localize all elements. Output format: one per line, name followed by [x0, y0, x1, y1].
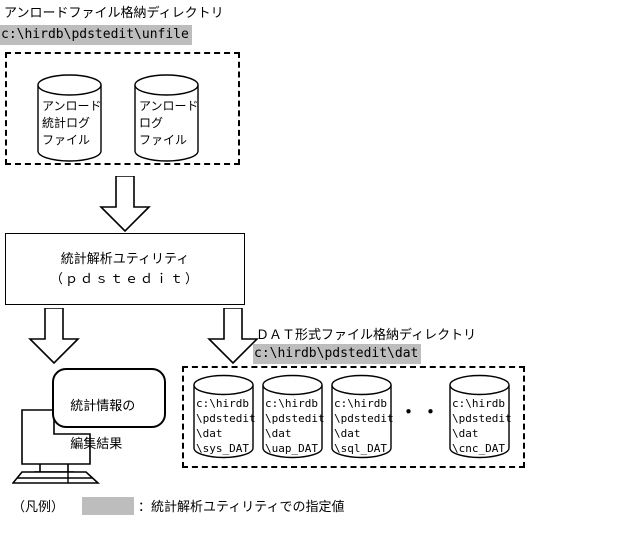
result-bubble: 統計情報の 編集結果 — [52, 368, 166, 451]
down-arrow-icon — [99, 175, 151, 233]
legend-separator: ： — [138, 499, 152, 514]
cylinder-shape-icon — [331, 374, 392, 459]
unload-directory-container — [5, 52, 240, 165]
cylinder-shape-icon — [449, 374, 510, 459]
dat-directory-path: c:\hirdb\pdstedit\dat — [253, 344, 422, 364]
cylinder-sys-dat: c:\hirdb \pdstedit \dat \sys_DAT — [192, 373, 256, 461]
cylinder-shape-icon — [262, 374, 323, 459]
cylinder-sql-dat: c:\hirdb \pdstedit \dat \sql_DAT — [330, 373, 394, 461]
arrow-unload-to-utility — [99, 175, 151, 237]
legend-swatch — [82, 496, 135, 515]
cylinder-shape-icon — [37, 74, 102, 162]
unload-directory-heading: アンロードファイル格納ディレクトリ — [4, 5, 224, 20]
down-arrow-icon — [28, 307, 80, 365]
cylinder-uap-dat: c:\hirdb \pdstedit \dat \uap_DAT — [261, 373, 325, 461]
cylinder-unload-stat-log-file: アンロード 統計ログ ファイル — [36, 72, 103, 164]
dat-directory-heading: ＤＡＴ形式ファイル格納ディレクトリ — [256, 327, 477, 342]
cylinder-unload-log-file: アンロード ログ ファイル — [133, 72, 200, 164]
unload-directory-path: c:\hirdb\pdstedit\unfile — [0, 25, 192, 45]
legend-label: （凡例） — [12, 499, 65, 514]
down-arrow-icon — [207, 307, 259, 365]
result-line2: 編集結果 — [70, 436, 123, 451]
legend-description: 統計解析ユティリティでの指定値 — [151, 499, 345, 514]
legend: （凡例） ： 統計解析ユティリティでの指定値 — [12, 496, 344, 515]
unload-directory-path-wrap: c:\hirdb\pdstedit\unfile — [0, 25, 192, 45]
utility-name: 統計解析ユティリティ — [60, 251, 190, 266]
dat-cylinders-ellipsis: ・・・ — [400, 403, 466, 423]
arrow-utility-to-dat — [207, 307, 259, 369]
utility-command: （ｐｄｓｔｅｄｉｔ） — [49, 271, 200, 286]
statistics-analysis-utility-box[interactable]: 統計解析ユティリティ （ｐｄｓｔｅｄｉｔ） — [5, 233, 245, 305]
result-line1: 統計情報の — [70, 398, 136, 413]
cylinder-cnc-dat: c:\hirdb \pdstedit \dat \cnc_DAT — [448, 373, 512, 461]
cylinder-shape-icon — [193, 374, 254, 459]
dat-directory-path-wrap: c:\hirdb\pdstedit\dat — [253, 344, 422, 364]
cylinder-shape-icon — [134, 74, 199, 162]
dat-directory-container — [182, 366, 525, 468]
arrow-utility-to-result — [28, 307, 80, 369]
